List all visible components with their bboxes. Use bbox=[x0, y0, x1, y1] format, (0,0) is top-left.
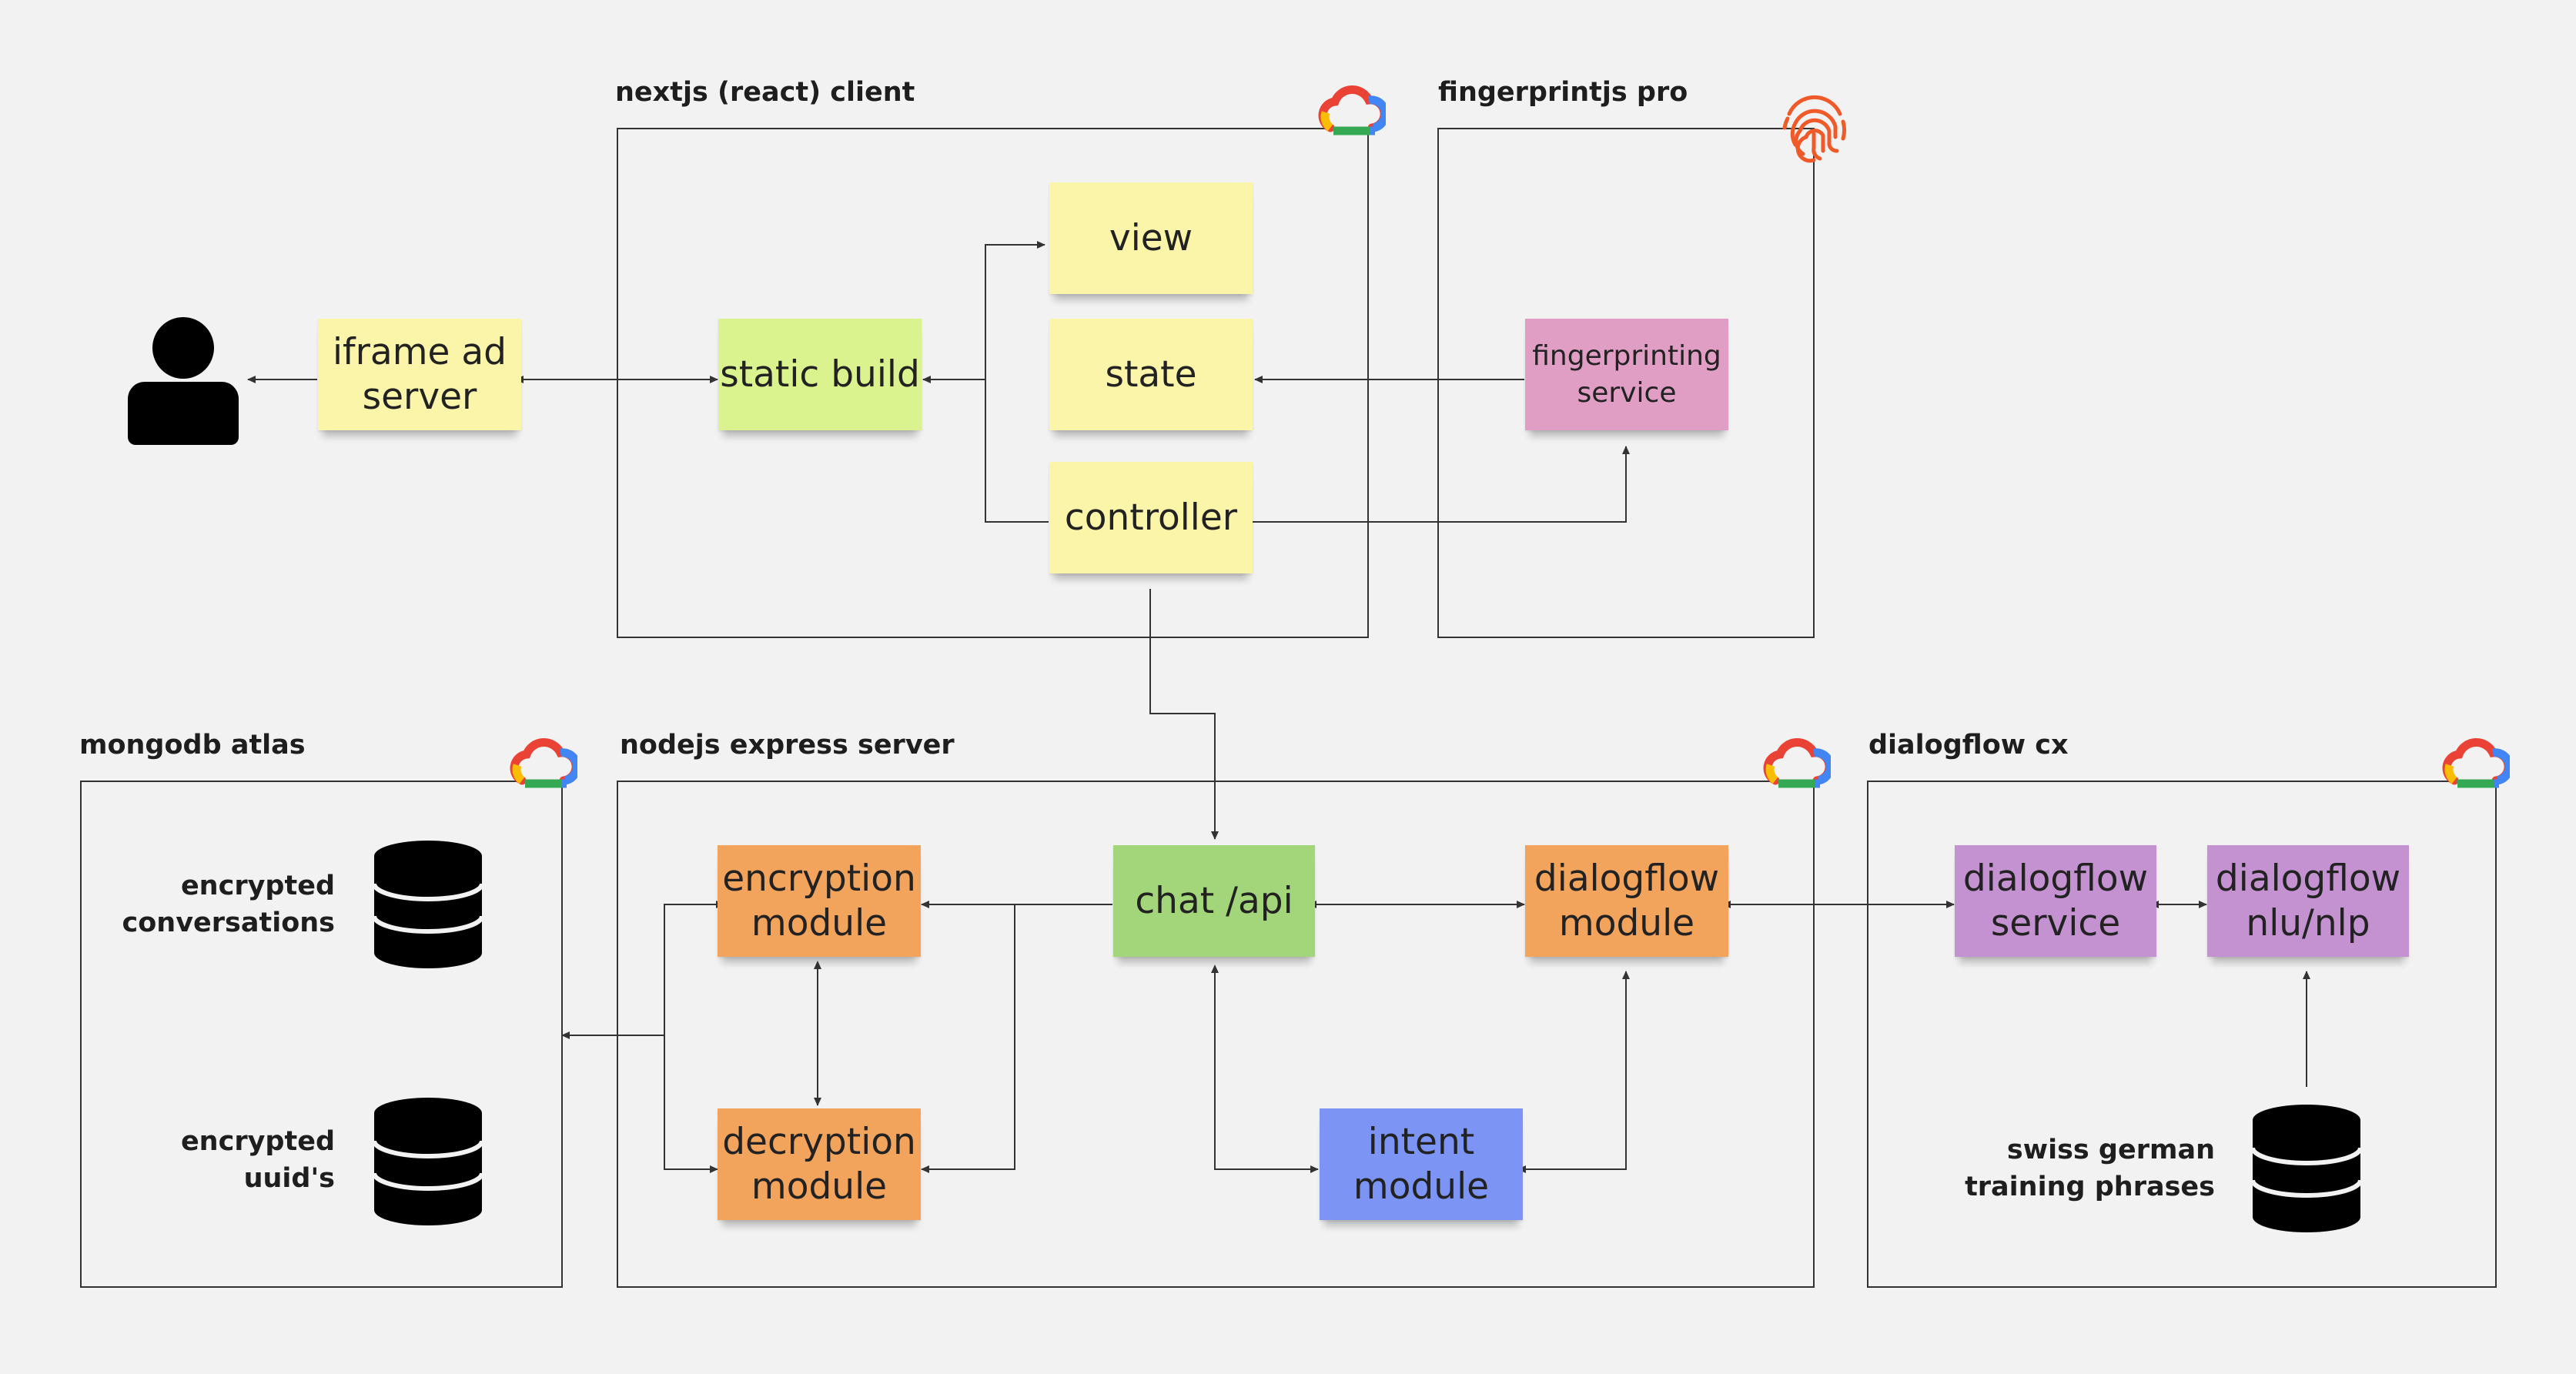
connector-controller-fp bbox=[1251, 446, 1630, 523]
db-label-uuids: encrypted uuid's bbox=[180, 1126, 335, 1194]
person-icon bbox=[128, 317, 239, 445]
note-encryption-module: encryption module bbox=[718, 845, 921, 957]
frame-title-mongodb: mongodb atlas bbox=[79, 730, 306, 761]
connector-controller-loop bbox=[985, 241, 1049, 523]
connector-intent-dfmodule bbox=[1517, 971, 1630, 1173]
database-icon bbox=[2251, 1105, 2362, 1232]
frame-title-dialogflow: dialogflow cx bbox=[1868, 730, 2069, 761]
frame-fingerprintjs bbox=[1437, 128, 1815, 638]
note-controller: controller bbox=[1049, 462, 1253, 573]
google-cloud-icon bbox=[2442, 738, 2510, 788]
connector-controller-chat bbox=[1149, 589, 1219, 840]
google-cloud-icon bbox=[1318, 85, 1386, 135]
note-intent-module: intent module bbox=[1320, 1108, 1523, 1220]
note-static-build: static build bbox=[718, 319, 922, 430]
note-dialogflow-module: dialogflow module bbox=[1525, 845, 1728, 957]
connector-mongo bbox=[664, 901, 724, 1173]
connector-chat-intent bbox=[1211, 964, 1319, 1173]
frame-nodejs-server bbox=[617, 781, 1815, 1288]
database-icon bbox=[373, 1098, 483, 1225]
database-icon bbox=[373, 841, 483, 968]
google-cloud-icon bbox=[1763, 738, 1831, 788]
frame-title-fingerprint: fingerprintjs pro bbox=[1438, 77, 1688, 108]
frame-nextjs-client bbox=[617, 128, 1369, 638]
google-cloud-icon bbox=[510, 738, 577, 788]
db-label-training-phrases: swiss german training phrases bbox=[1965, 1135, 2215, 1202]
note-dialogflow-nlu: dialogflow nlu/nlp bbox=[2207, 845, 2409, 957]
note-dialogflow-service: dialogflow service bbox=[1955, 845, 2156, 957]
note-fingerprinting-service: fingerprinting service bbox=[1525, 319, 1728, 430]
note-chat-api: chat /api bbox=[1113, 845, 1315, 957]
fingerprint-icon bbox=[1782, 95, 1846, 163]
db-label-conversations: encrypted conversations bbox=[122, 871, 336, 938]
frame-mongodb-atlas bbox=[80, 781, 563, 1288]
frame-title-client: nextjs (react) client bbox=[615, 77, 915, 108]
frame-dialogflow-cx bbox=[1867, 781, 2497, 1288]
note-view: view bbox=[1049, 182, 1253, 294]
note-state: state bbox=[1049, 319, 1253, 430]
note-iframe-ad-server: iframe ad server bbox=[318, 319, 521, 430]
note-decryption-module: decryption module bbox=[718, 1108, 921, 1220]
connector-chat-decryption bbox=[921, 904, 1015, 1173]
frame-title-server: nodejs express server bbox=[620, 730, 955, 761]
